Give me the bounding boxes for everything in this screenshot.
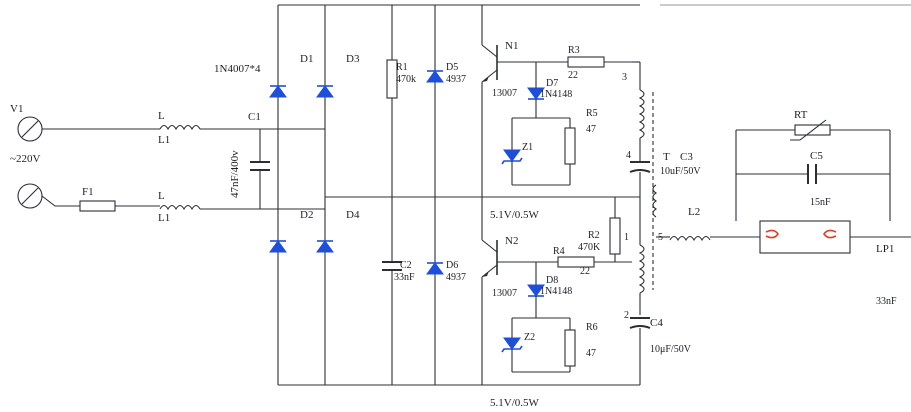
r3-label: R3 bbox=[568, 45, 580, 56]
diode-d2 bbox=[269, 240, 287, 253]
d6-label: D6 bbox=[446, 260, 458, 271]
resistor-r6 bbox=[564, 329, 576, 367]
inductor-l2 bbox=[669, 235, 711, 242]
n1-label: N1 bbox=[505, 40, 518, 52]
d8-value-label: 1N4148 bbox=[540, 286, 572, 297]
c2-label: C2 bbox=[400, 260, 412, 271]
v1-label: V1 bbox=[10, 103, 23, 115]
lower-switch: N2 13007 R4 22 D8 1N4148 Z2 R6 47 5.1V/0… bbox=[481, 197, 632, 409]
n2-value-label: 13007 bbox=[492, 288, 517, 299]
r1-value-label: 470k bbox=[396, 74, 416, 85]
f1-label: F1 bbox=[82, 186, 94, 198]
d5-value-label: 4937 bbox=[446, 74, 466, 85]
d7-label: D7 bbox=[546, 78, 558, 89]
r2-value-label: 470K bbox=[578, 242, 601, 253]
r1-label: R1 bbox=[396, 62, 408, 73]
c1-value-label: 47nF/400v bbox=[229, 150, 241, 198]
d5-label: D5 bbox=[446, 62, 458, 73]
c3-value-label: 10uF/50V bbox=[660, 166, 701, 177]
diode-d4 bbox=[316, 240, 334, 253]
l2-label: L2 bbox=[688, 206, 700, 218]
r4-value-label: 22 bbox=[580, 266, 590, 277]
d4-label: D4 bbox=[346, 209, 360, 221]
zener-value-top: 5.1V/0.5W bbox=[490, 209, 540, 221]
l-top-label: L bbox=[158, 110, 165, 122]
c2-value-label: 33nF bbox=[394, 272, 415, 283]
startup-network: R1 470k C2 33nF D5 4937 D6 4937 bbox=[325, 5, 640, 385]
resistor-r3 bbox=[567, 56, 605, 68]
t-label: T bbox=[663, 151, 670, 163]
diode-d7 bbox=[527, 87, 545, 100]
n1-value-label: 13007 bbox=[492, 88, 517, 99]
diode-d1 bbox=[269, 85, 287, 98]
r5-label: R5 bbox=[586, 108, 598, 119]
z1-label: Z1 bbox=[522, 142, 533, 153]
resistor-r5 bbox=[564, 127, 576, 165]
pin-2-label: 2 bbox=[624, 310, 629, 321]
zener-z2 bbox=[503, 337, 521, 350]
d1-label: D1 bbox=[300, 53, 313, 65]
diode-d6 bbox=[426, 262, 444, 275]
c3-label: C3 bbox=[680, 151, 693, 163]
r4-label: R4 bbox=[553, 246, 565, 257]
d2-label: D2 bbox=[300, 209, 313, 221]
fuse-f1 bbox=[79, 200, 116, 212]
c1-label: C1 bbox=[248, 111, 261, 123]
l-bottom-label: L bbox=[158, 190, 165, 202]
diode-d3 bbox=[316, 85, 334, 98]
pin-3-label: 3 bbox=[622, 72, 627, 83]
c5-value-label: 15nF bbox=[810, 197, 831, 208]
diode-d5 bbox=[426, 70, 444, 83]
lamp-filament-left bbox=[765, 229, 779, 239]
r3-value-label: 22 bbox=[568, 70, 578, 81]
output-cap-value-label: 33nF bbox=[876, 296, 897, 307]
transformer-winding-3 bbox=[638, 244, 645, 294]
r5-value-label: 47 bbox=[586, 124, 596, 135]
resistor-r2 bbox=[609, 217, 621, 255]
transformer-winding-1 bbox=[638, 89, 645, 139]
d7-value-label: 1N4148 bbox=[540, 89, 572, 100]
rt-label: RT bbox=[794, 109, 808, 121]
zener-z1 bbox=[503, 149, 521, 162]
pin-1-label: 1 bbox=[624, 232, 629, 243]
l1-top-label: L1 bbox=[158, 134, 170, 146]
n2-label: N2 bbox=[505, 235, 518, 247]
zener-value-bottom: 5.1V/0.5W bbox=[490, 397, 540, 409]
upper-switch: N1 13007 R3 22 D7 1N4148 Z1 R5 47 5.1V/0… bbox=[481, 5, 632, 221]
d6-value-label: 4937 bbox=[446, 272, 466, 283]
r6-value-label: 47 bbox=[586, 348, 596, 359]
bridge-diode-label: 1N4007*4 bbox=[214, 63, 261, 75]
pin-4-label: 4 bbox=[626, 150, 631, 161]
diode-d8 bbox=[527, 284, 545, 297]
c4-label: C4 bbox=[650, 317, 663, 329]
r6-label: R6 bbox=[586, 322, 598, 333]
inductor-l1-bottom bbox=[159, 204, 201, 211]
c4-value-label: 10μF/50V bbox=[650, 344, 692, 355]
l1-bottom-label: L1 bbox=[158, 212, 170, 224]
inductor-l1-top bbox=[159, 124, 201, 131]
d8-label: D8 bbox=[546, 275, 558, 286]
z2-label: Z2 bbox=[524, 332, 535, 343]
bridge-rectifier: 1N4007*4 D1 D3 D2 D4 bbox=[214, 4, 640, 386]
input-section: V1 ~220V L L1 F1 L L1 C1 47nF/400v bbox=[10, 103, 278, 224]
d3-label: D3 bbox=[346, 53, 360, 65]
transformer-winding-2 bbox=[652, 184, 657, 218]
r2-label: R2 bbox=[588, 230, 600, 241]
lp1-label: LP1 bbox=[876, 243, 894, 255]
lamp-filament-right bbox=[823, 229, 837, 239]
lamp-section: L2 LP1 33nF RT C5 15nF bbox=[656, 4, 911, 307]
c5-label: C5 bbox=[810, 150, 823, 162]
ac-voltage-label: ~220V bbox=[10, 153, 40, 165]
